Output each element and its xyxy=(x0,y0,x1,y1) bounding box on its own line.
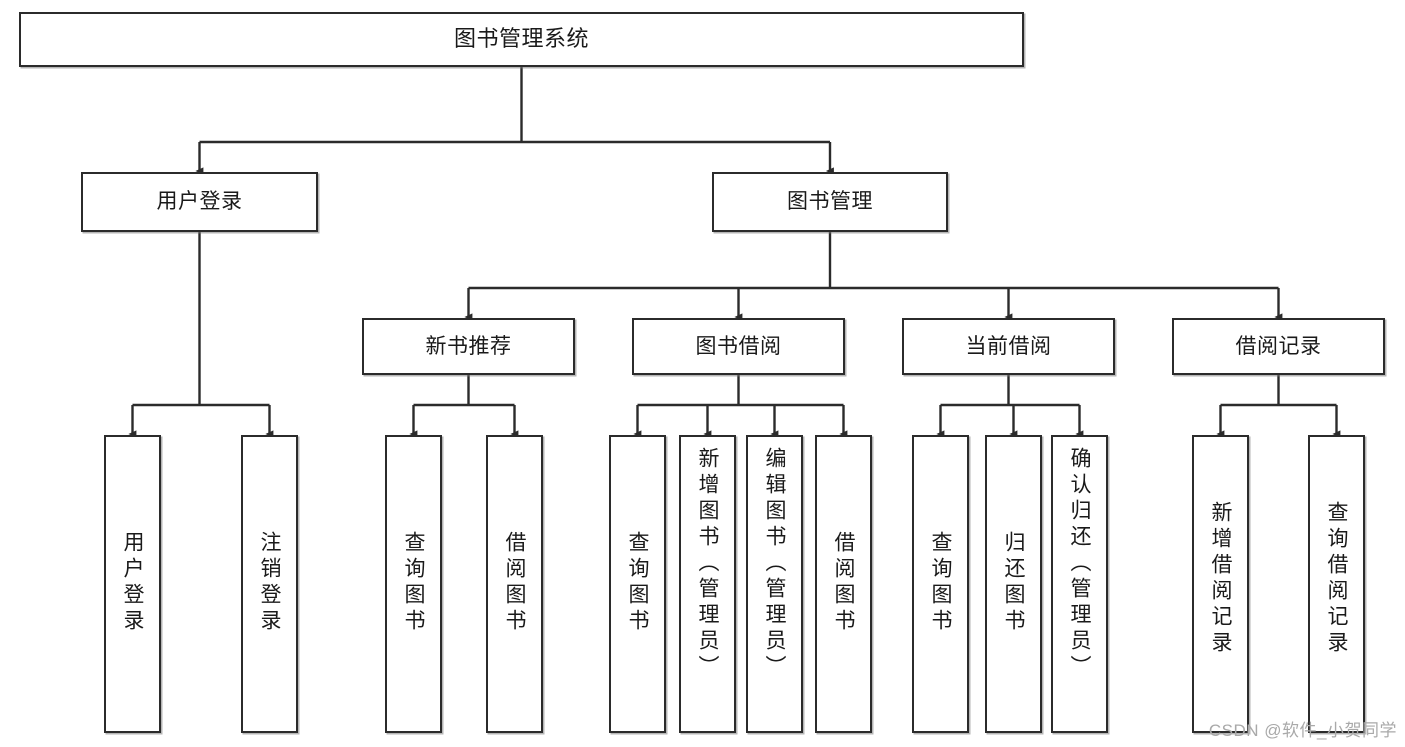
node-label: 查询图书 xyxy=(402,531,425,635)
node-current-borrow[interactable]: 当前借阅 xyxy=(902,318,1115,375)
node-label: 用户登录 xyxy=(121,531,144,635)
node-label: 新书推荐 xyxy=(425,334,512,358)
node-leaf-return-book[interactable]: 归还图书 xyxy=(985,435,1042,733)
node-label: 借阅图书 xyxy=(503,531,526,635)
node-borrow-record[interactable]: 借阅记录 xyxy=(1172,318,1385,375)
node-leaf-borrow-book-2[interactable]: 借阅图书 xyxy=(815,435,872,733)
node-label: 编辑图书（管理员） xyxy=(763,447,786,681)
node-user-login[interactable]: 用户登录 xyxy=(81,172,318,232)
node-leaf-user-logout[interactable]: 注销登录 xyxy=(241,435,298,733)
node-label: 新增图书（管理员） xyxy=(696,447,719,681)
node-label: 用户登录 xyxy=(156,190,243,214)
node-leaf-query-book-2[interactable]: 查询图书 xyxy=(609,435,666,733)
node-leaf-borrow-book-1[interactable]: 借阅图书 xyxy=(486,435,543,733)
node-leaf-user-login[interactable]: 用户登录 xyxy=(104,435,161,733)
node-leaf-edit-book[interactable]: 编辑图书（管理员） xyxy=(746,435,803,733)
node-label: 查询图书 xyxy=(626,531,649,635)
node-label: 图书借阅 xyxy=(695,334,782,358)
node-label: 借阅记录 xyxy=(1235,334,1322,358)
node-label: 图书管理系统 xyxy=(453,26,589,52)
node-label: 图书管理 xyxy=(787,190,873,214)
node-label: 确认归还（管理员） xyxy=(1068,447,1091,681)
node-label: 注销登录 xyxy=(258,531,281,635)
node-leaf-query-book-3[interactable]: 查询图书 xyxy=(912,435,969,733)
node-root[interactable]: 图书管理系统 xyxy=(19,12,1024,67)
node-label: 新增借阅记录 xyxy=(1209,501,1232,657)
node-leaf-add-book[interactable]: 新增图书（管理员） xyxy=(679,435,736,733)
node-label: 查询借阅记录 xyxy=(1325,501,1348,657)
node-leaf-query-book-1[interactable]: 查询图书 xyxy=(385,435,442,733)
node-label: 查询图书 xyxy=(929,531,952,635)
node-new-book-rec[interactable]: 新书推荐 xyxy=(362,318,575,375)
node-label: 归还图书 xyxy=(1002,531,1025,635)
node-label: 借阅图书 xyxy=(832,531,855,635)
node-label: 当前借阅 xyxy=(965,334,1052,358)
node-book-borrow[interactable]: 图书借阅 xyxy=(632,318,845,375)
node-leaf-confirm-return[interactable]: 确认归还（管理员） xyxy=(1051,435,1108,733)
node-leaf-query-record[interactable]: 查询借阅记录 xyxy=(1308,435,1365,733)
node-leaf-add-record[interactable]: 新增借阅记录 xyxy=(1192,435,1249,733)
node-book-manage[interactable]: 图书管理 xyxy=(712,172,948,232)
